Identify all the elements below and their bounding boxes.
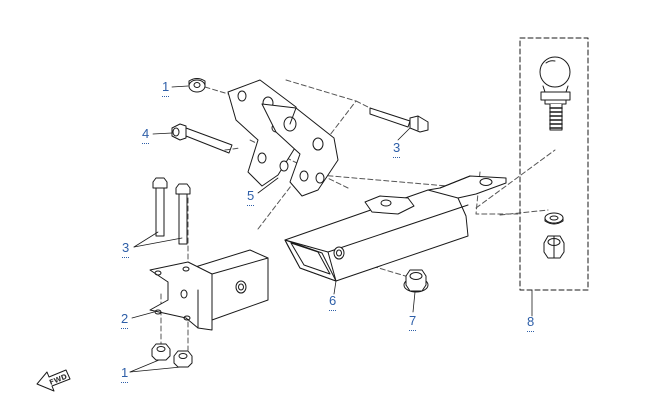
- receiver-tube[interactable]: [284, 175, 507, 282]
- callout-4[interactable]: 4: [142, 126, 150, 144]
- callout-1-top[interactable]: 1: [162, 79, 170, 97]
- hitch-ball-kit-box: [519, 37, 589, 291]
- nut-bottom-left[interactable]: [151, 343, 171, 361]
- callout-8[interactable]: 8: [527, 314, 535, 332]
- nut-top[interactable]: [188, 78, 206, 93]
- hitch-ball[interactable]: [539, 56, 571, 131]
- forward-arrow-icon: FWD: [36, 369, 71, 392]
- front-mount-bracket[interactable]: [149, 249, 269, 331]
- callout-2[interactable]: 2: [121, 311, 129, 329]
- flange-nut[interactable]: [403, 269, 429, 293]
- vertical-bolt-right[interactable]: [175, 183, 191, 245]
- callout-1-bottom[interactable]: 1: [121, 365, 129, 383]
- long-bolt[interactable]: [171, 123, 233, 154]
- callout-leaders: [129, 85, 533, 373]
- forward-arrow-label: FWD: [48, 373, 68, 387]
- bolt-right[interactable]: [369, 107, 429, 133]
- callout-3-left[interactable]: 3: [122, 240, 130, 258]
- nut-bottom-right[interactable]: [173, 350, 193, 368]
- mounting-bracket[interactable]: [227, 79, 339, 197]
- lock-washer[interactable]: [544, 212, 564, 225]
- callout-5[interactable]: 5: [247, 188, 255, 206]
- callout-7[interactable]: 7: [409, 313, 417, 331]
- callout-3-right[interactable]: 3: [393, 140, 401, 158]
- ball-nut[interactable]: [543, 235, 565, 259]
- vertical-bolt-left[interactable]: [152, 177, 168, 237]
- callout-6[interactable]: 6: [329, 293, 337, 311]
